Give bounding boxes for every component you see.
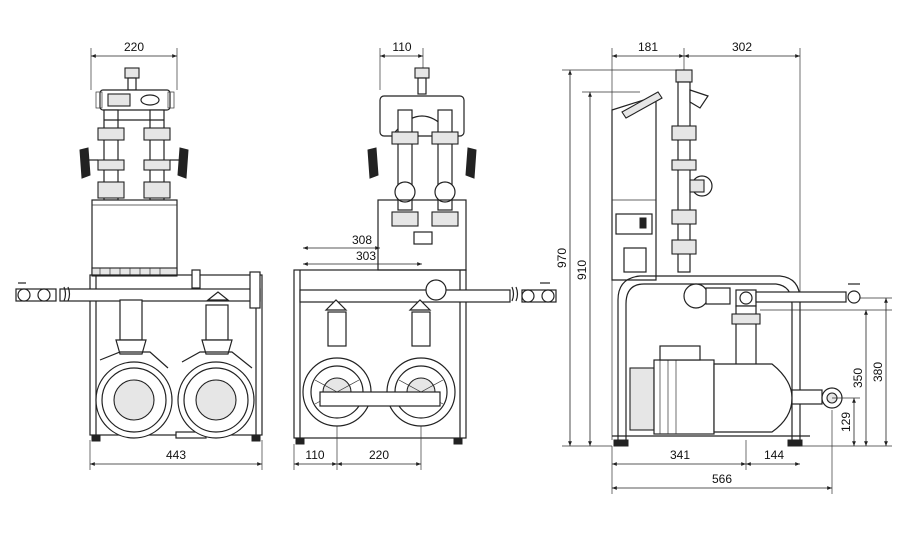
dimension-308: 308 <box>303 233 380 250</box>
control-cabinet-profile <box>611 91 663 281</box>
connecting-pipe-side <box>319 391 441 407</box>
dim-label-144: 144 <box>764 448 784 462</box>
valve-assembly-profile <box>683 283 861 367</box>
side-view: 110 308 <box>293 40 557 470</box>
dim-label-110-bottom: 110 <box>305 448 324 462</box>
dimension-220-front: 220 <box>90 40 178 90</box>
pump-1-side <box>302 311 372 427</box>
dimension-129: 129 <box>832 397 860 446</box>
control-cabinet-front <box>91 199 178 277</box>
front-manifold <box>79 109 189 201</box>
pressure-gauge-top <box>124 67 140 91</box>
dim-label-220: 220 <box>124 40 144 54</box>
dimension-110-top: 110 <box>379 40 424 90</box>
control-unit <box>95 89 175 111</box>
collector-pipe-side <box>299 279 557 311</box>
dim-label-910: 910 <box>575 260 589 280</box>
base-frame-profile <box>612 275 810 447</box>
dim-label-566: 566 <box>712 472 732 486</box>
profile-view: 181 302 970 910 <box>555 40 892 494</box>
pump-2-front <box>177 304 255 439</box>
dimension-443-front: 443 <box>89 440 263 470</box>
dim-label-308: 308 <box>352 233 372 247</box>
dimension-302: 302 <box>684 40 800 58</box>
dim-label-380: 380 <box>871 362 885 382</box>
pressure-gauge-side <box>414 67 430 95</box>
dim-label-302: 302 <box>732 40 752 54</box>
dimension-970: 970 <box>555 69 684 447</box>
dimension-341: 341 <box>612 410 833 494</box>
base-frame-front <box>89 274 263 442</box>
dim-label-129: 129 <box>839 412 853 432</box>
dimension-110-bottom: 110 <box>293 426 422 470</box>
dimension-566: 566 <box>611 446 832 494</box>
dim-label-110-top: 110 <box>392 40 411 54</box>
dimension-144: 144 <box>746 448 800 466</box>
front-view: 220 <box>15 40 263 470</box>
dimension-303: 303 <box>303 249 422 266</box>
dim-label-220-bottom: 220 <box>369 448 389 462</box>
dim-label-443: 443 <box>166 448 186 462</box>
dim-label-350: 350 <box>851 368 865 388</box>
dimension-380: 380 <box>860 297 892 446</box>
riser-pipe-profile <box>671 69 713 273</box>
dimension-350: 350 <box>760 309 892 447</box>
side-manifold <box>367 95 477 271</box>
dim-label-181: 181 <box>638 40 658 54</box>
pump-1-front <box>95 299 173 439</box>
dim-label-303: 303 <box>356 249 376 263</box>
collector-pipe-front <box>15 269 261 309</box>
dim-label-341: 341 <box>670 448 690 462</box>
dim-label-970: 970 <box>555 248 569 268</box>
dimension-220-bottom: 220 <box>337 448 421 466</box>
pump-2-side <box>386 311 456 427</box>
dimension-910: 910 <box>575 91 640 446</box>
